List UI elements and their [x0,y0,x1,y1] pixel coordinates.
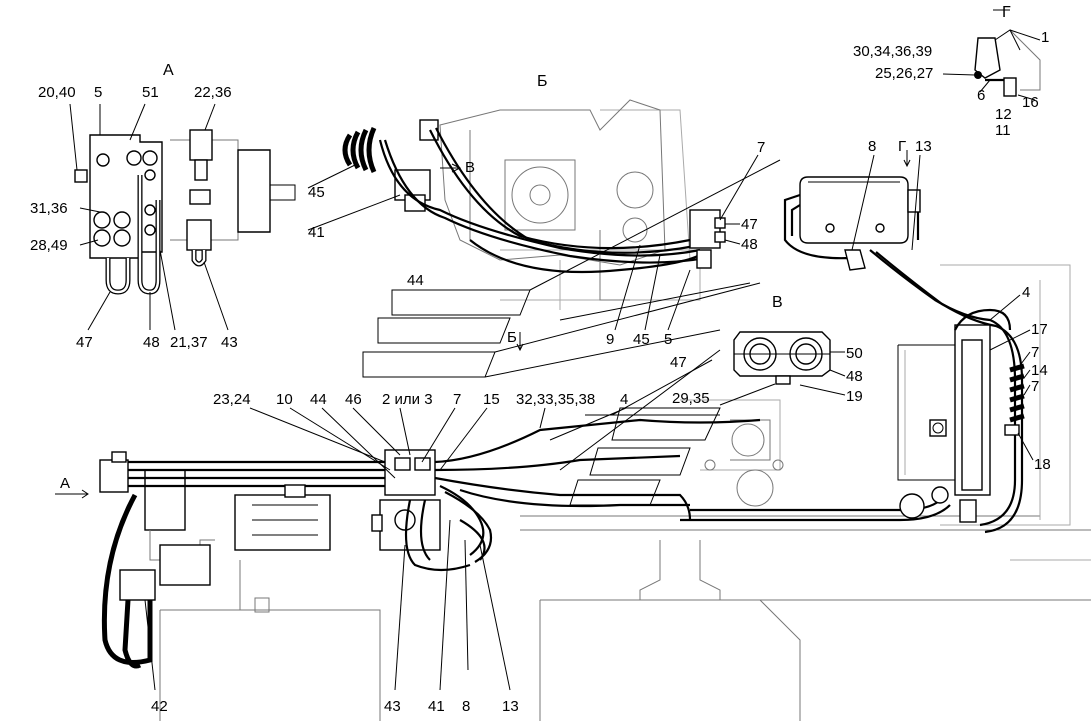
label-21-37: 21,37 [170,334,208,351]
label-48b: 48 [741,236,758,253]
label-42: 42 [151,698,168,715]
label-13: 13 [915,138,932,155]
label-12: 12 [995,106,1012,123]
label-5: 5 [94,84,102,101]
view-a-title: А [163,62,174,79]
label-29-35: 29,35 [672,390,710,407]
label-1: 1 [1041,29,1049,46]
view-a: А [30,62,296,351]
label-13b: 13 [502,698,519,715]
arrow-b-label: Б [507,329,517,346]
label-2-or-3: 2 или 3 [382,391,433,408]
view-b-title: Б [537,73,548,90]
label-15: 15 [483,391,500,408]
label-28-49: 28,49 [30,237,68,254]
arrow-g-label: Г [898,138,906,155]
label-41: 41 [308,224,325,241]
label-47c: 47 [670,354,687,371]
label-43b: 43 [384,698,401,715]
label-8b: 8 [462,698,470,715]
label-41b: 41 [428,698,445,715]
label-7c: 7 [453,391,461,408]
view-v-title: В [772,294,783,311]
label-6: 6 [977,87,985,104]
label-25-26-27: 25,26,27 [875,65,933,82]
tank-assembly: Г 8 13 4 17 7 14 7 18 [680,138,1051,534]
label-44: 44 [407,272,424,289]
label-4: 4 [1022,284,1030,301]
label-20-40: 20,40 [38,84,76,101]
label-8: 8 [868,138,876,155]
label-32-33-35-38: 32,33,35,38 [516,391,595,408]
view-b: Б В [307,73,765,348]
label-11: 11 [995,122,1011,139]
label-45b: 45 [633,331,650,348]
label-7: 7 [757,139,765,156]
view-g-title: Г [1002,4,1011,21]
label-48: 48 [143,334,160,351]
label-5b: 5 [664,331,672,348]
arrow-a-label: А [60,475,70,492]
callout-panels: 44 47 Б [362,159,781,506]
label-50: 50 [846,345,863,362]
label-31-36: 31,36 [30,200,68,217]
label-23-24: 23,24 [213,391,251,408]
label-46: 46 [345,391,362,408]
label-18: 18 [1034,456,1051,473]
label-14: 14 [1031,362,1048,379]
arrow-v-label: В [465,159,475,176]
label-45: 45 [308,184,325,201]
label-9: 9 [606,331,614,348]
label-16: 16 [1022,94,1039,111]
label-47b: 47 [741,216,758,233]
label-10: 10 [276,391,293,408]
label-30-34-36-39: 30,34,36,39 [853,43,932,60]
label-19: 19 [846,388,863,405]
label-17: 17 [1031,321,1048,338]
label-22-36: 22,36 [194,84,232,101]
label-7a: 7 [1031,344,1039,361]
label-44b: 44 [310,391,327,408]
label-7b: 7 [1031,378,1039,395]
view-v: В 50 48 19 29,35 [672,294,863,407]
label-48c: 48 [846,368,863,385]
label-47: 47 [76,334,93,351]
view-g: Г 1 30,34,36,39 25,26,27 6 12 11 16 [853,4,1049,139]
main-assembly: А [55,391,761,715]
label-4b: 4 [620,391,628,408]
label-43: 43 [221,334,238,351]
label-51: 51 [142,84,159,101]
